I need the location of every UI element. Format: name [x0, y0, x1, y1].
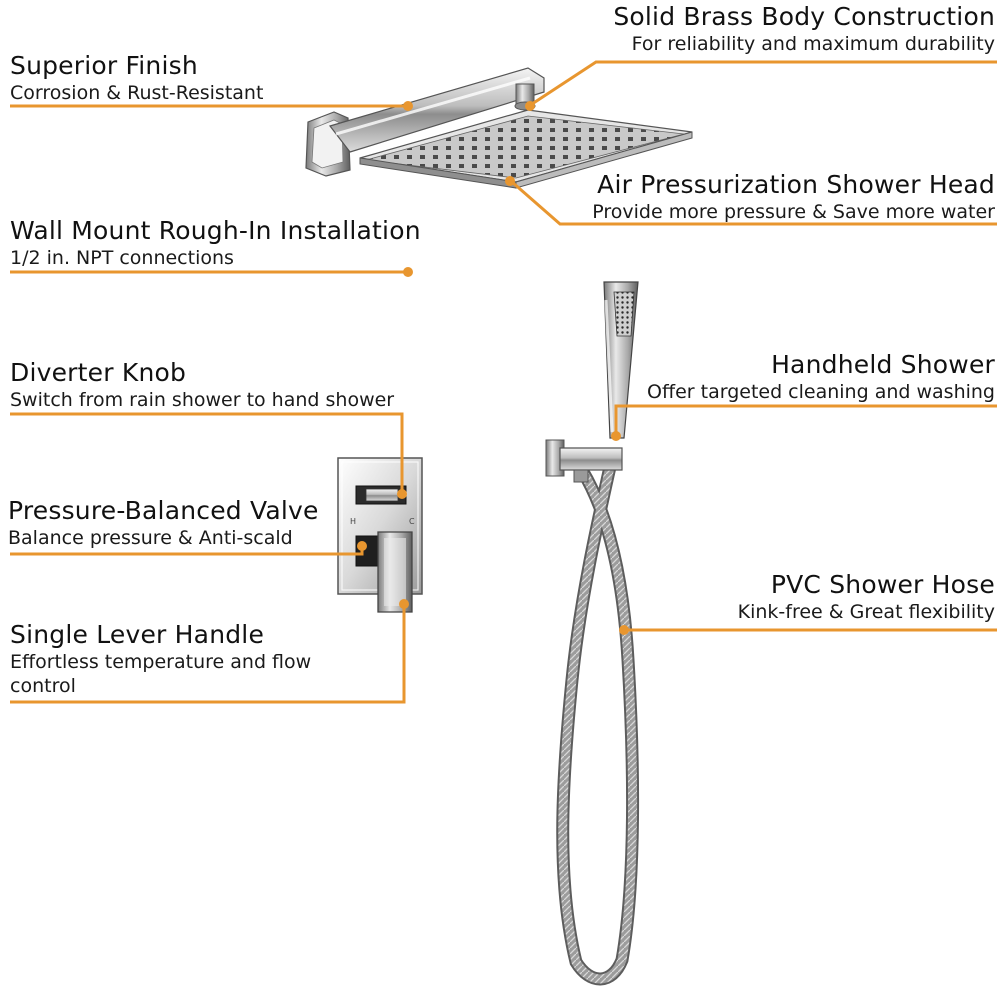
feature-air-pressurization: Air Pressurization Shower Head Provide m…	[520, 170, 995, 224]
callout-lines	[10, 60, 997, 704]
feature-pressure-valve: Pressure-Balanced Valve Balance pressure…	[8, 496, 353, 550]
leader-solid-brass	[531, 60, 997, 106]
feature-wall-mount: Wall Mount Rough-In Installation 1/2 in.…	[10, 216, 450, 270]
feature-title: Air Pressurization Shower Head	[597, 170, 995, 199]
feature-solid-brass: Solid Brass Body Construction For reliab…	[540, 2, 995, 56]
feature-desc: Balance pressure & Anti-scald	[8, 527, 293, 549]
leader-single-lever	[10, 606, 406, 704]
rain-shower-head	[305, 67, 693, 189]
feature-handheld-shower: Handheld Shower Offer targeted cleaning …	[620, 350, 995, 404]
feature-title: Diverter Knob	[10, 358, 187, 387]
feature-title: Superior Finish	[10, 51, 198, 80]
feature-desc: Switch from rain shower to hand shower	[10, 389, 395, 411]
feature-desc: Kink-free & Great flexibility	[737, 601, 995, 623]
feature-title: Handheld Shower	[771, 350, 995, 379]
feature-single-lever: Single Lever Handle Effortless temperatu…	[10, 620, 350, 698]
valve-cold-mark: C	[409, 517, 415, 526]
feature-pvc-hose: PVC Shower Hose Kink-free & Great flexib…	[690, 570, 995, 624]
feature-title: Solid Brass Body Construction	[613, 2, 995, 31]
feature-title: Pressure-Balanced Valve	[8, 496, 319, 525]
leader-air-pressurization	[511, 180, 997, 226]
feature-desc: Corrosion & Rust-Resistant	[10, 82, 264, 104]
feature-superior-finish: Superior Finish Corrosion & Rust-Resista…	[10, 51, 410, 105]
feature-title: Wall Mount Rough-In Installation	[10, 216, 421, 245]
leader-diverter-knob	[10, 412, 404, 492]
valve-hot-mark: H	[350, 517, 356, 526]
feature-desc: For reliability and maximum durability	[631, 33, 995, 55]
feature-desc: Provide more pressure & Save more water	[592, 201, 995, 223]
feature-desc: 1/2 in. NPT connections	[10, 247, 234, 269]
leader-handheld-shower	[614, 404, 997, 434]
feature-desc: Effortless temperature and flow control	[10, 651, 312, 697]
valve-trim-plate	[337, 457, 423, 613]
feature-desc: Offer targeted cleaning and washing	[647, 381, 995, 403]
feature-title: Single Lever Handle	[10, 620, 265, 649]
feature-diverter-knob: Diverter Knob Switch from rain shower to…	[10, 358, 430, 412]
callout-dots	[357, 101, 629, 635]
feature-title: PVC Shower Hose	[770, 570, 995, 599]
